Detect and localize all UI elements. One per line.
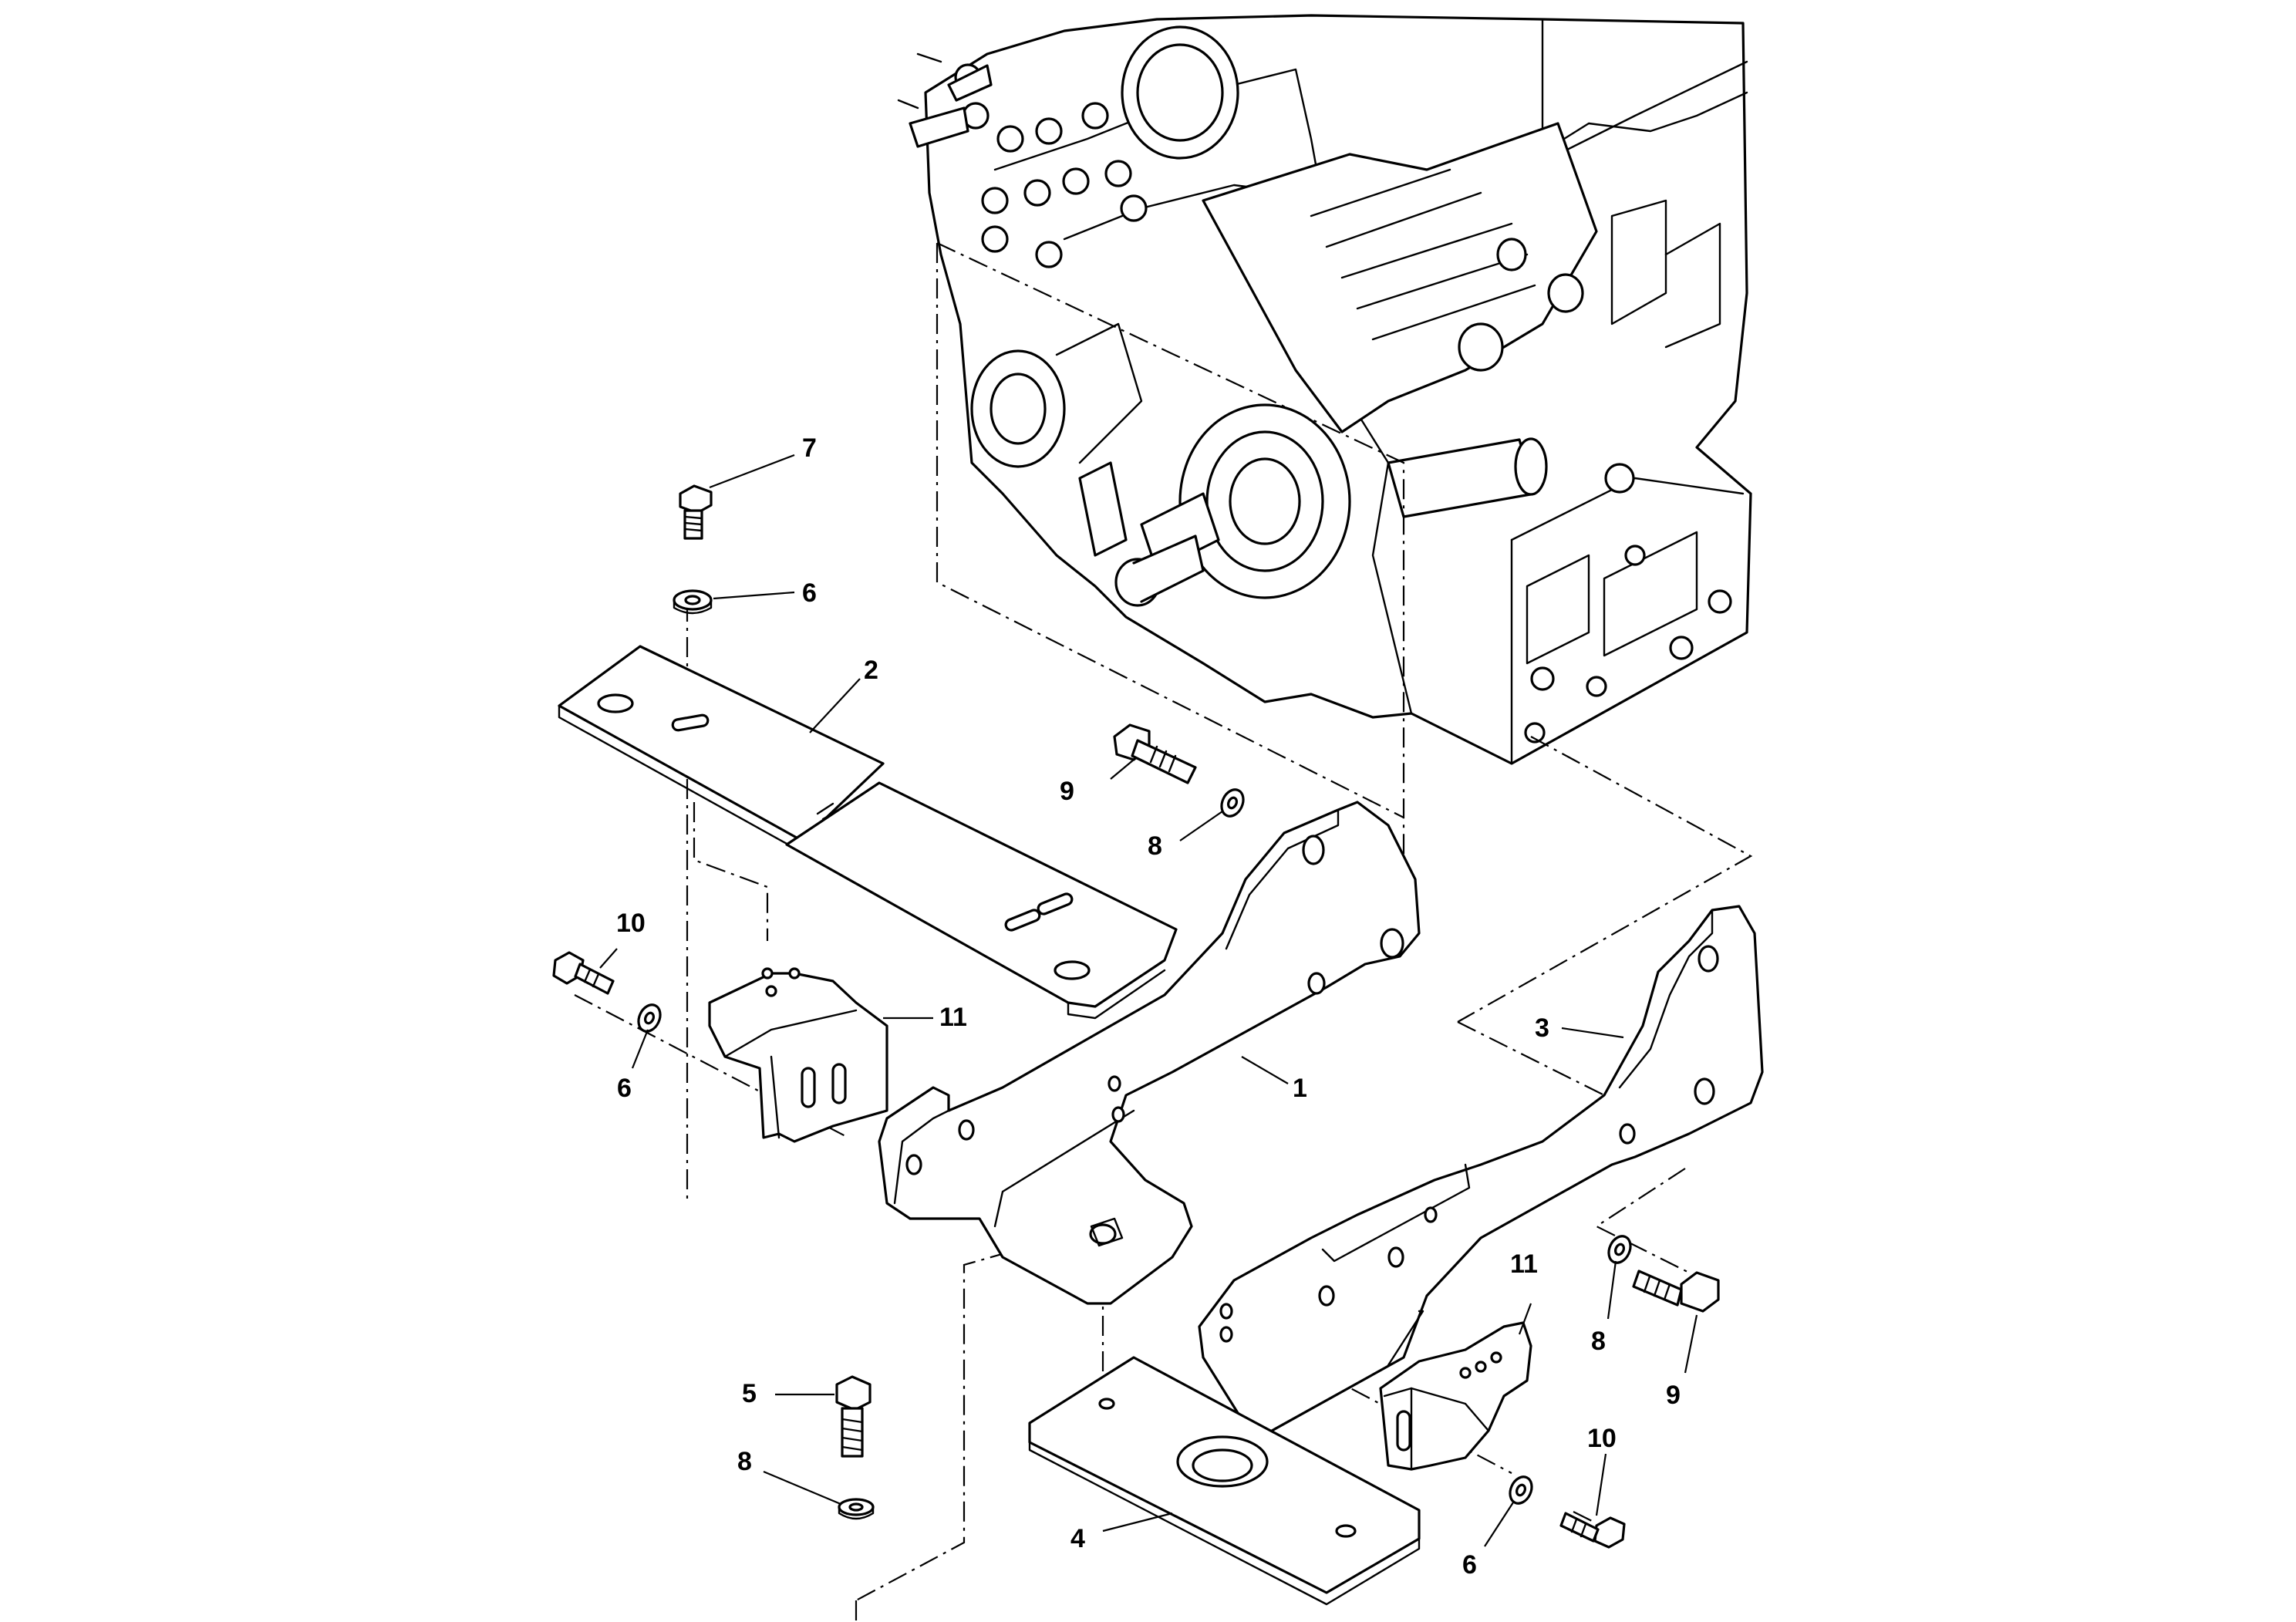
engine-block bbox=[897, 14, 1752, 765]
part-10-bolt-bottom bbox=[1559, 1512, 1626, 1549]
callout-7: 7 bbox=[802, 433, 817, 463]
callout-5: 5 bbox=[742, 1379, 757, 1408]
callout-6: 6 bbox=[1462, 1550, 1477, 1580]
callout-8: 8 bbox=[1591, 1327, 1606, 1356]
callout-3: 3 bbox=[1535, 1013, 1549, 1043]
callout-10: 10 bbox=[616, 909, 646, 938]
part-6-washer-top bbox=[673, 589, 713, 615]
part-9-bolt-top bbox=[1113, 723, 1197, 784]
part-3-bracket bbox=[1198, 905, 1764, 1436]
part-11-angle-right bbox=[1379, 1321, 1532, 1471]
part-7-bolt bbox=[679, 484, 713, 540]
part-6-washer-left bbox=[637, 1003, 662, 1033]
part-8-washer-right bbox=[1607, 1235, 1632, 1264]
callout-10: 10 bbox=[1587, 1424, 1617, 1453]
callout-11: 11 bbox=[1510, 1249, 1538, 1279]
callout-6: 6 bbox=[802, 578, 817, 608]
part-6-washer-bottom bbox=[1509, 1475, 1533, 1505]
part-2-plate bbox=[558, 645, 1178, 1020]
callout-11: 11 bbox=[939, 1003, 967, 1032]
callout-6: 6 bbox=[617, 1074, 632, 1103]
part-1-bracket bbox=[878, 801, 1421, 1305]
engine-bolts bbox=[909, 63, 1148, 268]
callout-2: 2 bbox=[864, 656, 878, 685]
callout-8: 8 bbox=[737, 1447, 752, 1476]
part-10-bolt-left bbox=[552, 951, 615, 995]
callout-8: 8 bbox=[1148, 831, 1162, 861]
callout-9: 9 bbox=[1666, 1381, 1681, 1410]
leader-lines bbox=[599, 454, 1698, 1547]
part-8-washer-bottom bbox=[838, 1498, 875, 1520]
part-9-bolt-right bbox=[1632, 1270, 1720, 1313]
callout-1: 1 bbox=[1293, 1074, 1307, 1103]
part-8-washer-top bbox=[1220, 788, 1245, 818]
part-5-bolt bbox=[835, 1375, 872, 1458]
part-11-angle-left bbox=[708, 967, 888, 1143]
callout-labels: 7 6 2 9 8 10 11 6 1 3 11 8 9 5 8 10 4 6 bbox=[616, 433, 1681, 1580]
callout-9: 9 bbox=[1060, 777, 1074, 806]
callout-4: 4 bbox=[1070, 1524, 1085, 1553]
part-4-plate bbox=[1028, 1356, 1421, 1606]
